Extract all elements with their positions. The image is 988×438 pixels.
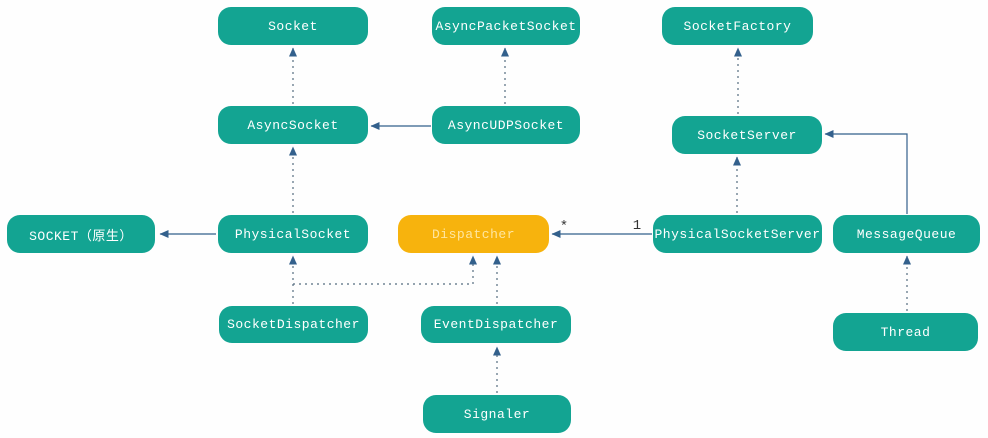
edge-message-queue-to-socket-server (824, 130, 908, 214)
node-socket-dispatcher: SocketDispatcher (219, 306, 368, 343)
node-socket-native: SOCKET（原生） (7, 215, 155, 253)
node-async-socket: AsyncSocket (218, 106, 368, 144)
edge-multiplicity-label: 1 (632, 218, 642, 234)
node-async-packet-socket: AsyncPacketSocket (432, 7, 580, 45)
edge-multiplicity-label: * (559, 219, 569, 235)
node-signaler: Signaler (423, 395, 571, 433)
node-async-udp-socket: AsyncUDPSocket (432, 106, 580, 144)
edges-group (159, 47, 911, 393)
node-socket: Socket (218, 7, 368, 45)
node-socket-factory: SocketFactory (662, 7, 813, 45)
node-event-dispatcher: EventDispatcher (421, 306, 571, 343)
node-socket-server: SocketServer (672, 116, 822, 154)
node-dispatcher: Dispatcher (398, 215, 549, 253)
node-message-queue: MessageQueue (833, 215, 980, 253)
node-physical-socket-server: PhysicalSocketServer (653, 215, 822, 253)
node-physical-socket: PhysicalSocket (218, 215, 368, 253)
edge-socket-dispatcher-to-dispatcher (293, 255, 477, 285)
node-thread: Thread (833, 313, 978, 351)
